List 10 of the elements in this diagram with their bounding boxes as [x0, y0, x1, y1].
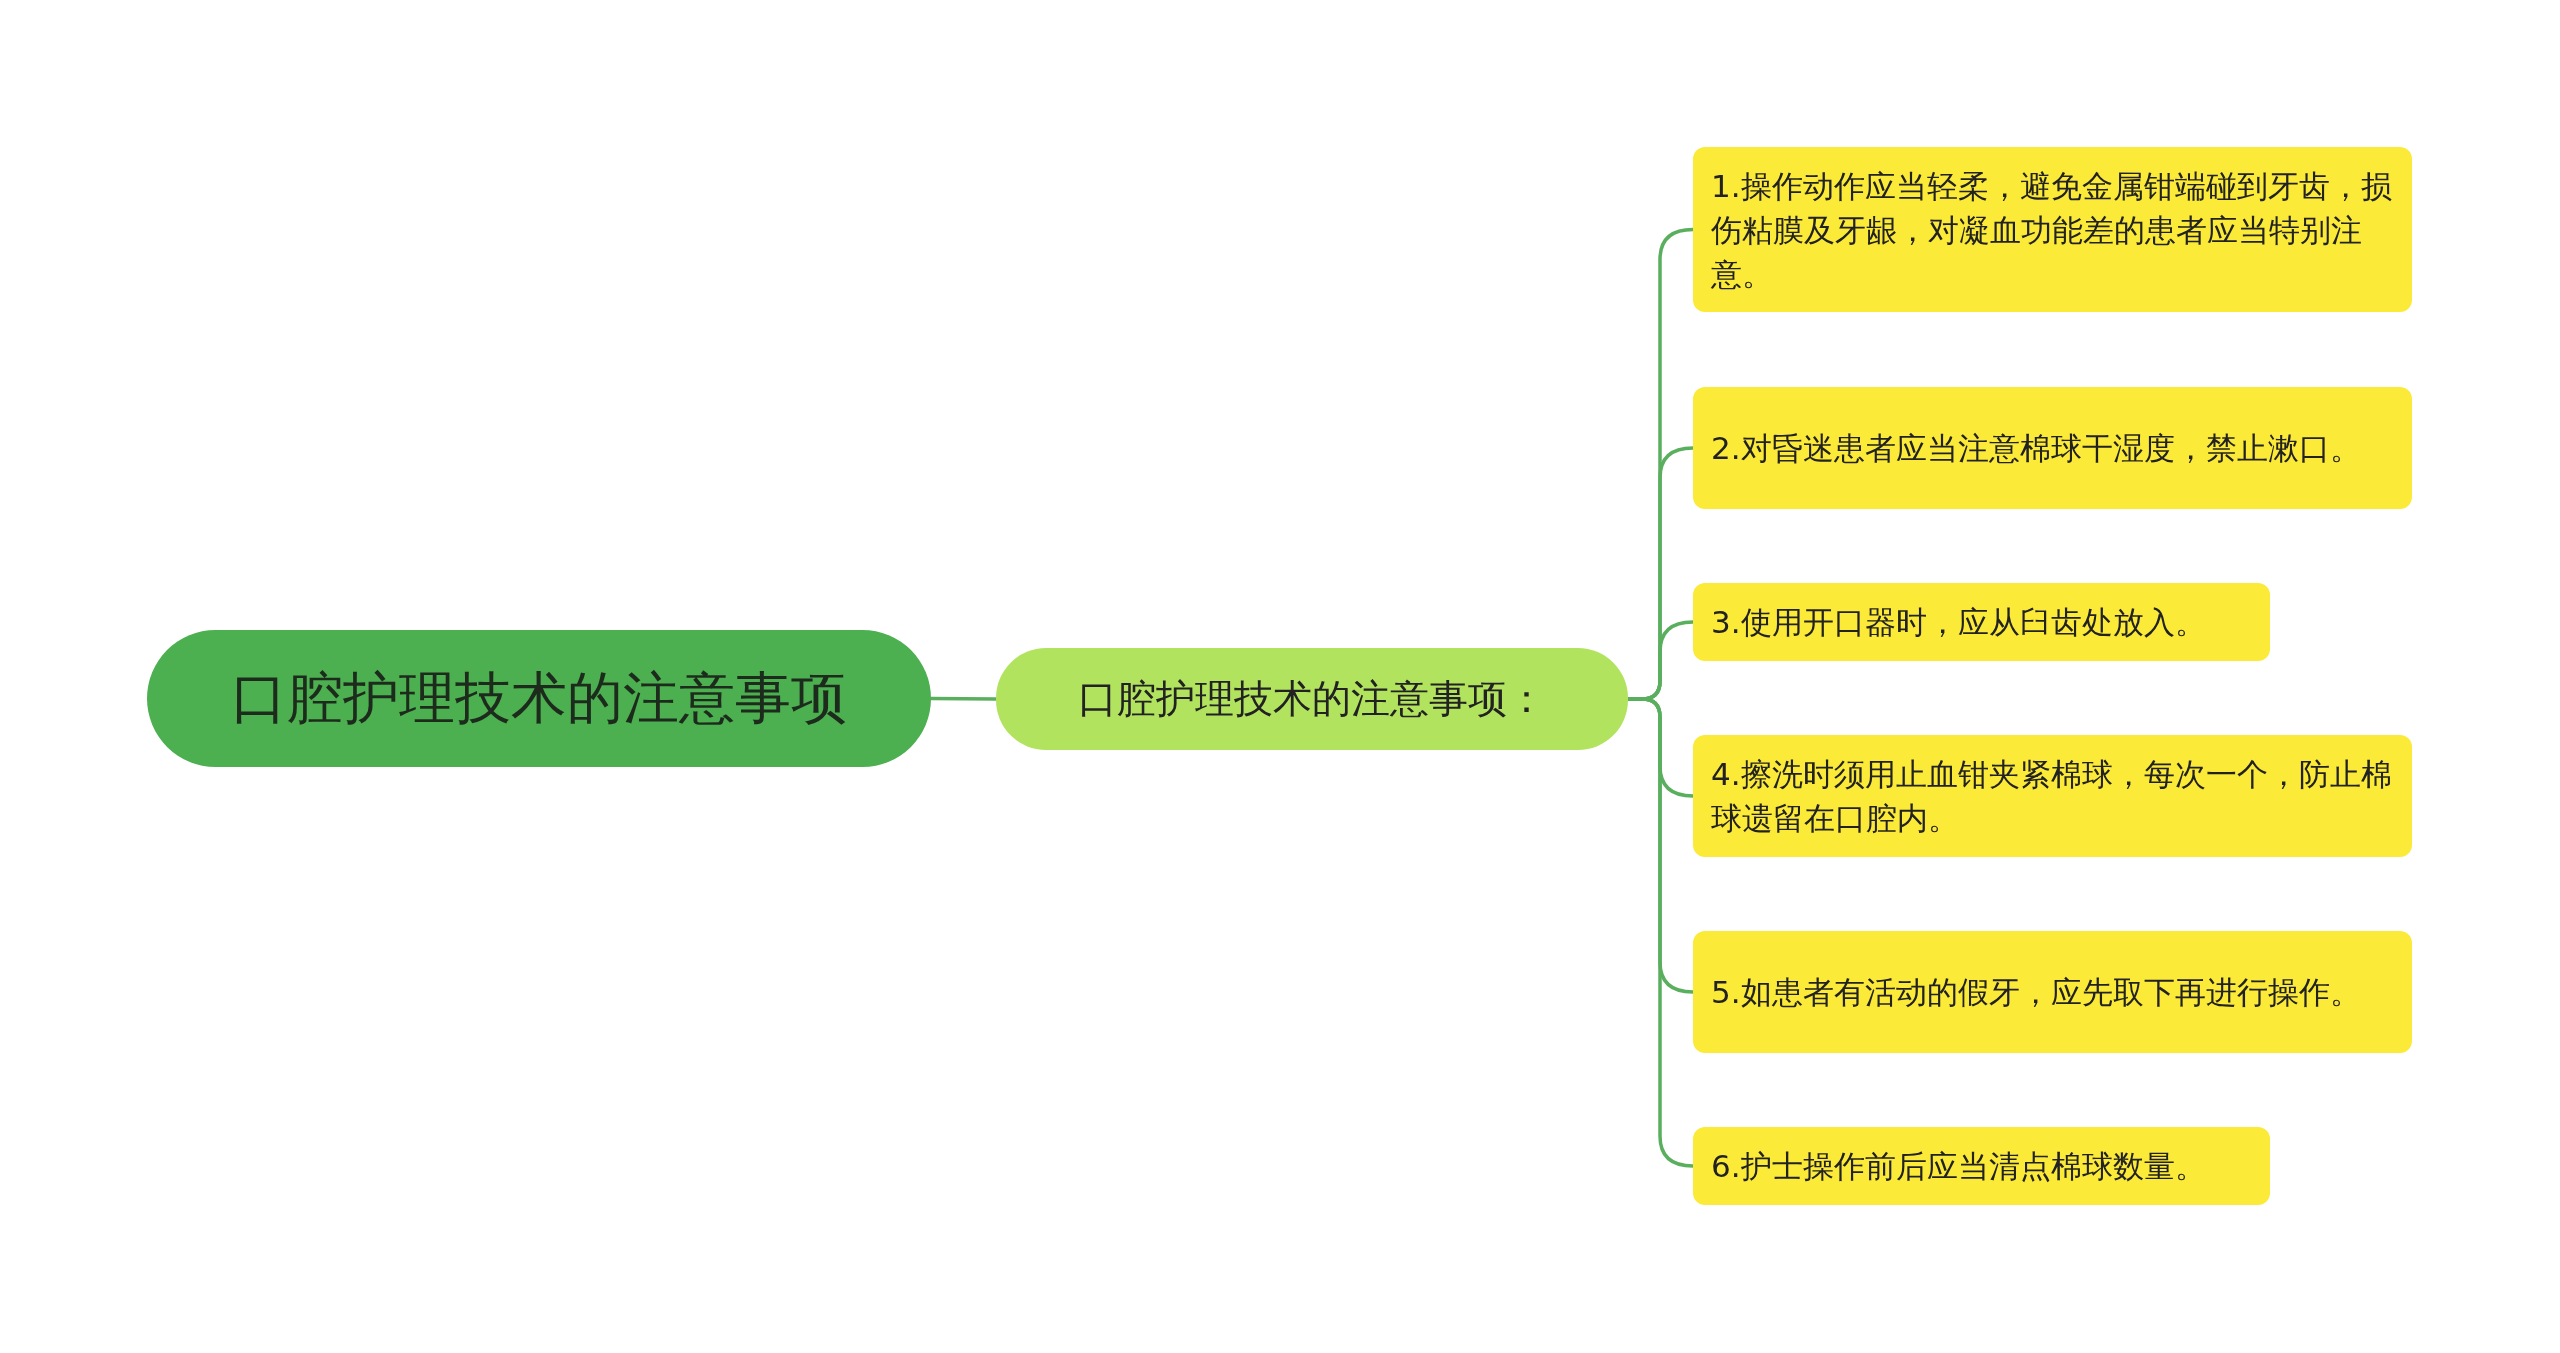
note-box: 2.对昏迷患者应当注意棉球干湿度，禁止漱口。 — [1693, 387, 2412, 509]
note-box: 5.如患者有活动的假牙，应先取下再进行操作。 — [1693, 931, 2412, 1053]
note-box: 6.护士操作前后应当清点棉球数量。 — [1693, 1127, 2270, 1205]
note-box: 4.擦洗时须用止血钳夹紧棉球，每次一个，防止棉球遗留在口腔内。 — [1693, 735, 2412, 857]
root-topic-box: 口腔护理技术的注意事项 — [147, 630, 931, 767]
subtopic-box: 口腔护理技术的注意事项： — [996, 648, 1628, 750]
note-box: 1.操作动作应当轻柔，避免金属钳端碰到牙齿，损伤粘膜及牙龈，对凝血功能差的患者应当特别注意。 — [1693, 147, 2412, 312]
connector-line — [931, 696, 996, 701]
connector-line — [1628, 697, 1694, 1168]
note-box: 3.使用开口器时，应从臼齿处放入。 — [1693, 583, 2270, 661]
